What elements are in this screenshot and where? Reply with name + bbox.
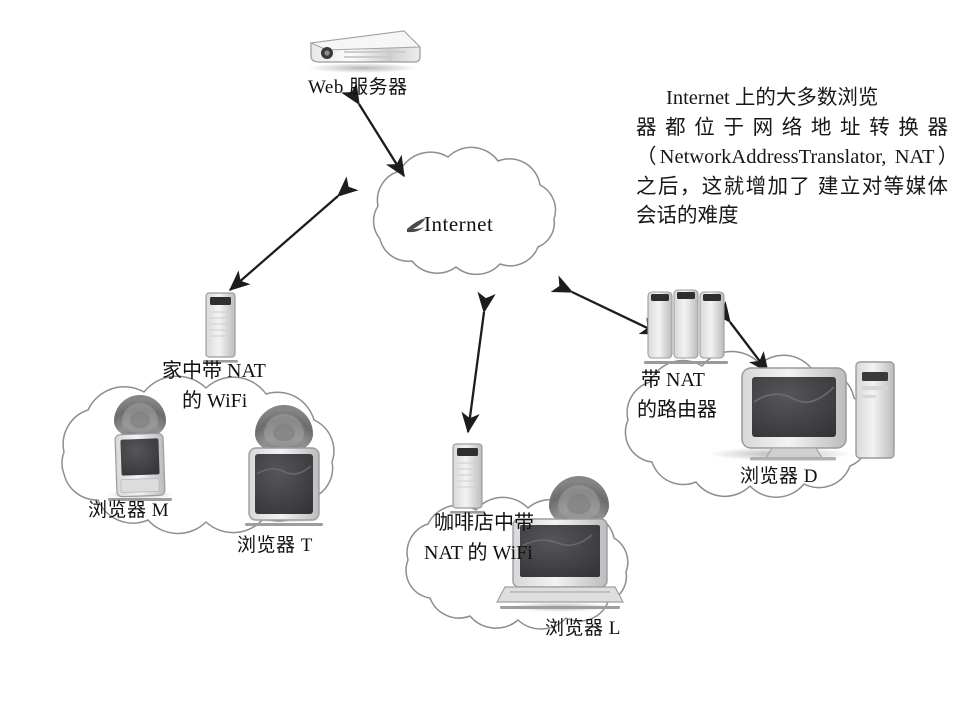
desktop-pc-icon <box>708 361 895 461</box>
link-webserver-internet <box>340 82 405 178</box>
browser-t-label: 浏览器 T <box>237 535 313 556</box>
internet-label: Internet <box>424 212 494 236</box>
server-box-icon <box>307 30 422 73</box>
cafe-nat-box-icon <box>450 443 485 514</box>
link-internet-router <box>550 275 662 336</box>
home-nat-box-icon <box>203 292 238 363</box>
browser-l-label: 浏览器 L <box>545 618 621 639</box>
link-internet-cafe <box>461 291 496 434</box>
caption-line-5: 建立对等媒体会话的难度 <box>636 175 949 228</box>
diagram-caption: Internet 上的大多数浏览 器都位于网络地址转换器 （NetworkAdd… <box>636 84 948 232</box>
home-cloud-label-line1: 家中带 NAT <box>162 360 266 382</box>
caption-line-3: （NetworkAddressTranslator, <box>636 146 887 168</box>
mobile-phone-icon <box>107 395 173 501</box>
link-router-browserd <box>710 301 769 374</box>
browser-m-label: 浏览器 M <box>88 500 170 521</box>
cafe-cloud-label-line1: 咖啡店中带 <box>434 512 534 534</box>
tablet-icon <box>245 405 323 526</box>
link-internet-home <box>228 176 359 291</box>
router-cloud-label-line2: 的路由器 <box>637 399 717 421</box>
cafe-cloud-label-line2: NAT 的 WiFi <box>424 542 533 564</box>
router-cloud-label-line1: 带 NAT <box>641 369 705 391</box>
web-server-label: Web 服务器 <box>308 77 408 98</box>
browser-d-label: 浏览器 D <box>740 466 818 487</box>
internet-cloud-shape <box>372 146 557 276</box>
caption-line-2: 器都位于网络地址转换器 <box>636 116 948 139</box>
router-stack-icon <box>644 289 728 364</box>
home-cloud-label-line2: 的 WiFi <box>182 390 248 412</box>
caption-line-4: NAT）之后，这就增加了 <box>636 146 948 198</box>
caption-line-1: Internet 上的大多数浏览 <box>666 87 879 109</box>
